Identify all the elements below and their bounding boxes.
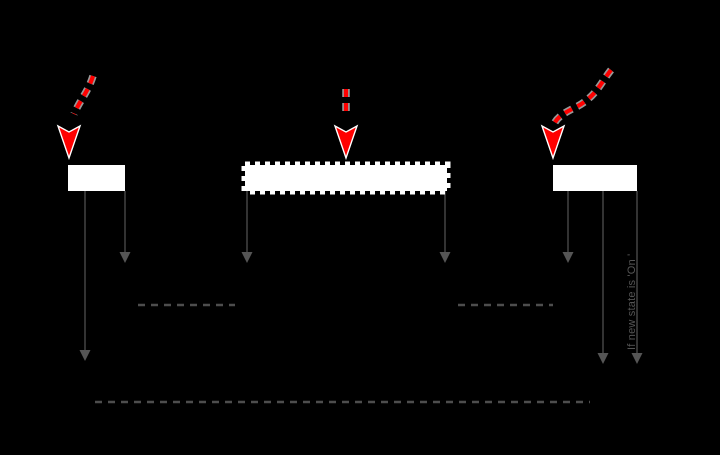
right-activation-box-fill bbox=[553, 165, 637, 191]
red-pointer-right bbox=[540, 67, 614, 161]
lifeline-arrow-4-head bbox=[439, 252, 451, 263]
lifeline-arrow-1 bbox=[79, 191, 91, 361]
lifeline-arrow-1-head bbox=[79, 350, 91, 361]
lifeline-arrow-3-head bbox=[241, 252, 253, 263]
middle-activation-box-fill bbox=[245, 165, 447, 191]
red-pointer-middle-head bbox=[333, 124, 359, 161]
lifeline-arrow-7-head bbox=[631, 353, 643, 364]
red-pointer-right-dash bbox=[552, 68, 613, 126]
lifeline-arrow-3 bbox=[241, 191, 253, 263]
lifeline-arrow-7 bbox=[631, 191, 643, 364]
left-activation-box-fill bbox=[68, 165, 125, 191]
lifeline-arrow-4 bbox=[439, 191, 451, 263]
lifeline-arrow-6 bbox=[597, 191, 609, 364]
red-annotations-group bbox=[56, 67, 614, 161]
lifeline-arrow-2 bbox=[119, 191, 131, 263]
lifeline-arrow-5 bbox=[562, 191, 574, 263]
lifeline-arrow-6-head bbox=[597, 353, 609, 364]
red-pointer-right-head bbox=[540, 124, 566, 161]
middle-activation-box bbox=[241, 161, 451, 195]
red-pointer-left-head bbox=[56, 124, 82, 161]
right-activation-box bbox=[553, 165, 637, 191]
lifeline-arrow-2-head bbox=[119, 252, 131, 263]
lifelines-group bbox=[79, 191, 643, 364]
dashed-separators-group bbox=[95, 303, 590, 404]
red-pointer-middle bbox=[333, 89, 359, 161]
activation-boxes-group bbox=[68, 161, 637, 195]
red-pointer-left-dash bbox=[72, 75, 96, 115]
red-pointer-left bbox=[56, 74, 97, 161]
left-activation-box bbox=[68, 165, 125, 191]
middle-activation-box-dashed-border bbox=[241, 161, 451, 195]
lifeline-arrow-5-head bbox=[562, 252, 574, 263]
